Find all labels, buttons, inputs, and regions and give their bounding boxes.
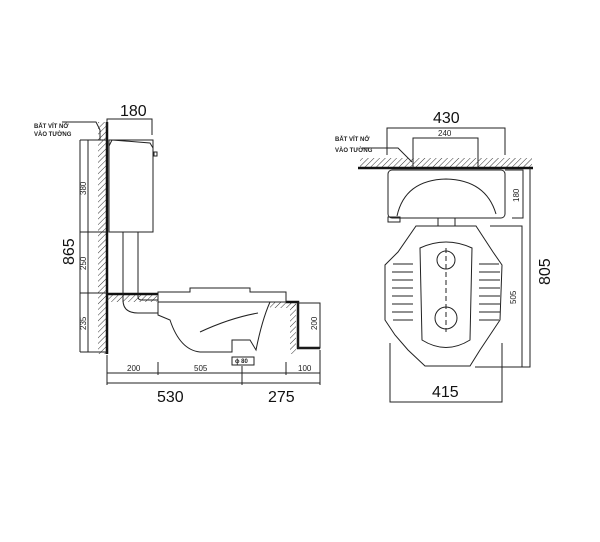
drain-diameter-label: ϕ 80	[235, 359, 249, 365]
pipe-height-label: 250	[79, 256, 88, 270]
anchor-leader	[62, 121, 101, 140]
anchor-label-line1: BẮT VÍT NỞ	[34, 122, 69, 130]
drain-box	[231, 356, 255, 366]
side-view: 200 ϕ 80 180 BẮT VÍT NỞ VÀO TƯỜNG 865 38…	[34, 103, 321, 406]
pan-well	[419, 241, 473, 348]
cistern	[108, 139, 154, 233]
drain-circle	[434, 306, 458, 330]
wall-hatch	[98, 122, 107, 354]
pan-curve	[199, 312, 259, 333]
foot-ridges-left	[392, 263, 413, 321]
flush-pipe-inner	[137, 232, 158, 301]
dim-pan-width	[389, 343, 503, 403]
pan-length-label: 505	[509, 290, 518, 304]
tank-depth-label: 180	[512, 188, 521, 202]
pan-bowl	[157, 301, 271, 353]
dim-pan-length	[475, 225, 523, 368]
step-hatch	[290, 302, 296, 354]
pan-length-label: 505	[194, 364, 208, 373]
bolt-spacing-label: 240	[438, 129, 452, 138]
wall-hatch	[360, 158, 532, 168]
tank-height-label: 380	[79, 181, 88, 195]
floor-hatch-right	[270, 302, 296, 308]
squat-pan	[384, 225, 503, 367]
pan-top	[157, 287, 287, 303]
foot-ridges-right	[479, 263, 500, 321]
step-width-label: 100	[298, 364, 312, 373]
anchor-leader	[362, 147, 413, 163]
flush-lever	[387, 216, 401, 223]
tank-depth-label: 180	[120, 103, 147, 120]
floor-hatch	[107, 294, 157, 302]
step-box	[297, 302, 321, 349]
step-height-label: 200	[310, 316, 319, 330]
flush-pipe	[437, 217, 456, 227]
total-height-label: 865	[61, 238, 78, 265]
total-depth-label: 805	[537, 258, 554, 285]
pan-width-label: 415	[432, 384, 459, 401]
dim-tank-depth	[505, 169, 524, 219]
dim-tank-width	[386, 127, 506, 155]
anchor-label-line2: VÀO TƯỜNG	[34, 130, 72, 138]
top-view: 430 240 BẮT VÍT NỞ VÀO TƯỜNG 180 505 805…	[335, 110, 554, 403]
dim-bolt-spacing	[412, 137, 479, 168]
dim-tank-depth	[106, 118, 153, 135]
wall-offset-label: 200	[127, 364, 141, 373]
cistern	[387, 169, 506, 219]
floor-depth-label: 235	[79, 316, 88, 330]
anchor-label-line2: VÀO TƯỜNG	[335, 146, 373, 154]
cistern-arc	[396, 178, 497, 217]
dim-total-depth	[522, 168, 531, 368]
cistern-lid	[108, 139, 154, 149]
anchor-label-line1: BẮT VÍT NỞ	[335, 135, 370, 143]
flush-button	[153, 151, 158, 157]
flush-pipe	[122, 232, 158, 314]
drain-to-end-label: 275	[268, 389, 295, 406]
length-to-drain-label: 530	[157, 389, 184, 406]
tank-width-label: 430	[433, 110, 460, 127]
